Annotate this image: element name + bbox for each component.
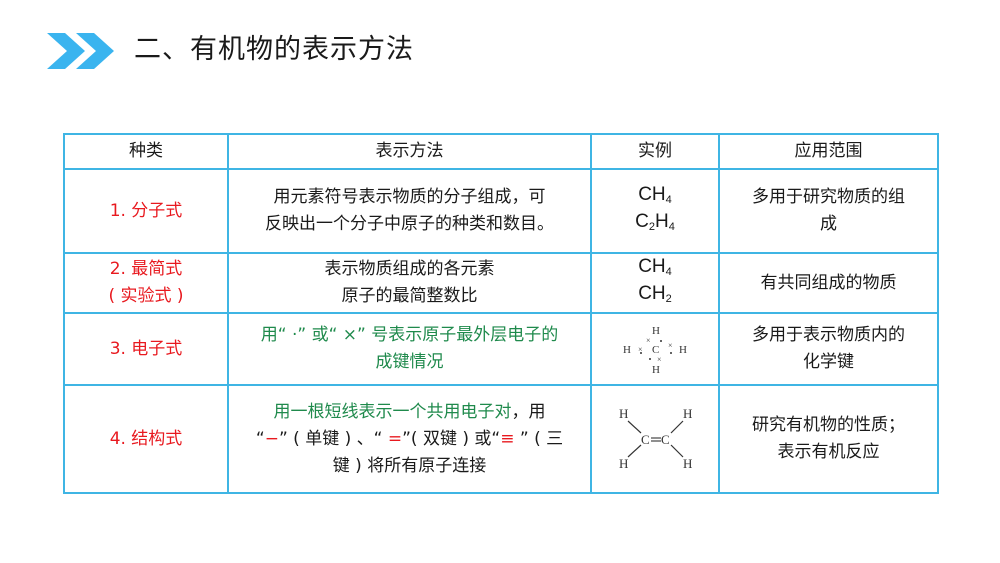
svg-text:×: × (646, 336, 651, 345)
type-line: 2. 最简式 (109, 259, 183, 279)
usage-line: 化学键 (803, 352, 854, 372)
method-line: “−” ( 单键 ) 、“ =”( 双键 ) 或“≡ ” ( 三 (235, 426, 584, 453)
method-text: ” ( 单键 ) 、“ (278, 428, 388, 449)
usage-line: 多用于研究物质的组 (752, 187, 905, 207)
ethylene-structural-diagram: H H H H C C (619, 406, 692, 471)
atom-c: C (661, 432, 670, 447)
formula-text: CH (638, 256, 666, 277)
method-line: 键 ) 将所有原子连接 (332, 455, 487, 476)
formula-text: C (635, 211, 649, 232)
svg-text:×: × (668, 341, 673, 350)
atom-h: H (623, 344, 631, 356)
atom-h: H (683, 406, 692, 421)
formula-c2h4: C2H4 (598, 211, 712, 238)
method-line: 表示物质组成的各元素 (324, 259, 495, 279)
method-cell: 表示物质组成的各元素 原子的最简整数比 (227, 252, 592, 314)
type-cell: 3. 电子式 (63, 312, 229, 386)
method-line: 反映出一个分子中原子的种类和数目。 (265, 214, 554, 234)
type-cell: 1. 分子式 (63, 168, 229, 254)
table-row-empirical-formula: 2. 最简式 ( 实验式 ) 表示物质组成的各元素 原子的最简整数比 CH4 C… (63, 252, 939, 314)
column-header-method: 表示方法 (227, 133, 592, 170)
usage-cell: 多用于表示物质内的 化学键 (718, 312, 939, 386)
method-line: 用一根短线表示一个共用电子对，用 (235, 399, 584, 426)
method-cell: 用一根短线表示一个共用电子对，用 “−” ( 单键 ) 、“ =”( 双键 ) … (227, 384, 592, 494)
usage-cell: 多用于研究物质的组 成 (718, 168, 939, 254)
type-line: ( 实验式 ) (108, 286, 184, 306)
method-line: 成键情况 (375, 352, 444, 372)
example-cell: H C H H H × × × × (590, 312, 720, 386)
method-line: 用元素符号表示物质的分子组成，可 (273, 187, 546, 207)
method-highlight: 用一根短线表示一个共用电子对 (273, 401, 512, 422)
triple-bond-symbol: ≡ (500, 428, 515, 449)
formula-subscript: 4 (665, 194, 672, 206)
double-chevron-right-icon (47, 33, 114, 69)
formula-text: CH (638, 283, 666, 304)
usage-cell: 研究有机物的性质； 表示有机反应 (718, 384, 939, 494)
formula-text: CH (638, 184, 666, 205)
atom-c: C (641, 432, 650, 447)
table-row-molecular-formula: 1. 分子式 用元素符号表示物质的分子组成，可 反映出一个分子中原子的种类和数目… (63, 168, 939, 254)
formula-text: H (655, 211, 669, 232)
method-text: ”( 双键 ) 或“ (402, 428, 501, 449)
usage-line: 表示有机反应 (777, 442, 880, 462)
usage-line: 研究有机物的性质； (752, 415, 905, 435)
electron-dot-methane-diagram: H C H H H × × × × (623, 325, 687, 376)
column-header-type: 种类 (63, 133, 229, 170)
formula-subscript: 2 (648, 221, 655, 233)
atom-h: H (619, 456, 628, 471)
method-cell: 用“ ·” 或“ ×” 号表示原子最外层电子的 成键情况 (227, 312, 592, 386)
usage-line: 多用于表示物质内的 (752, 325, 905, 345)
example-cell: H H H H C C (590, 384, 720, 494)
column-header-example: 实例 (590, 133, 720, 170)
svg-text:×: × (657, 355, 662, 364)
column-header-usage: 应用范围 (718, 133, 939, 170)
type-cell: 4. 结构式 (63, 384, 229, 494)
usage-line: 成 (820, 214, 837, 234)
method-cell: 用元素符号表示物质的分子组成，可 反映出一个分子中原子的种类和数目。 (227, 168, 592, 254)
page-title: 二、有机物的表示方法 (134, 34, 414, 65)
method-line: 用“ ·” 或“ ×” 号表示原子最外层电子的 (260, 325, 559, 345)
representation-methods-table: 种类 表示方法 实例 应用范围 1. 分子式 用元素符号表示物质的分子组成，可 … (63, 133, 939, 494)
quote: “ (255, 428, 265, 449)
formula-subscript: 4 (665, 266, 672, 278)
double-bond-symbol: = (387, 428, 403, 449)
formula-ch2: CH2 (598, 283, 712, 310)
table-header-row: 种类 表示方法 实例 应用范围 (63, 133, 939, 170)
single-bond-symbol: − (264, 428, 279, 449)
formula-ch4: CH4 (598, 256, 712, 283)
table-row-electron-formula: 3. 电子式 用“ ·” 或“ ×” 号表示原子最外层电子的 成键情况 H C … (63, 312, 939, 386)
usage-cell: 有共同组成的物质 (718, 252, 939, 314)
svg-text:×: × (638, 345, 643, 354)
atom-h: H (683, 456, 692, 471)
method-text: ，用 (511, 401, 546, 422)
atom-c: C (652, 344, 659, 356)
type-cell: 2. 最简式 ( 实验式 ) (63, 252, 229, 314)
table-row-structural-formula: 4. 结构式 用一根短线表示一个共用电子对，用 “−” ( 单键 ) 、“ =”… (63, 384, 939, 494)
atom-h: H (619, 406, 628, 421)
formula-subscript: 4 (668, 221, 675, 233)
method-text: ” ( 三 (514, 428, 564, 449)
atom-h: H (679, 344, 687, 356)
atom-h: H (652, 364, 660, 376)
atom-h: H (652, 325, 660, 337)
method-line: 原子的最简整数比 (341, 286, 478, 306)
example-cell: CH4 C2H4 (590, 168, 720, 254)
formula-ch4: CH4 (598, 184, 712, 211)
formula-subscript: 2 (665, 293, 672, 305)
example-cell: CH4 CH2 (590, 252, 720, 314)
